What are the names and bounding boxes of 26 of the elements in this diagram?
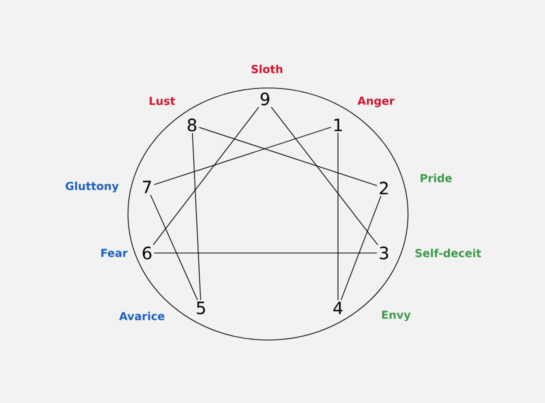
sin-label: Anger — [358, 96, 395, 108]
point-number: 9 — [260, 92, 270, 106]
connector-line — [270, 106, 378, 246]
point-number: 4 — [333, 302, 342, 314]
connector-line — [150, 194, 198, 300]
connector-line — [152, 106, 260, 246]
connector-line — [198, 126, 378, 186]
connector-line — [154, 252, 378, 254]
point-number: 7 — [143, 180, 151, 194]
point-number: 2 — [380, 182, 388, 194]
point-number: 6 — [142, 246, 152, 260]
point-number: 5 — [196, 302, 205, 314]
point-number: 3 — [380, 246, 388, 260]
connector-line — [154, 126, 332, 186]
point-number: 8 — [188, 118, 196, 132]
connector-line — [192, 132, 202, 300]
sin-label: Fear — [101, 248, 128, 258]
connector-line — [340, 196, 382, 300]
sin-label: Envy — [382, 310, 411, 322]
sin-label: Avarice — [119, 312, 164, 320]
sin-label: Self-deceit — [415, 248, 482, 258]
sin-label: Pride — [420, 174, 452, 182]
sin-label: Sloth — [252, 64, 282, 74]
sin-label: Lust — [150, 96, 176, 106]
sin-label: Gluttony — [66, 182, 119, 192]
point-number: 1 — [334, 118, 342, 132]
